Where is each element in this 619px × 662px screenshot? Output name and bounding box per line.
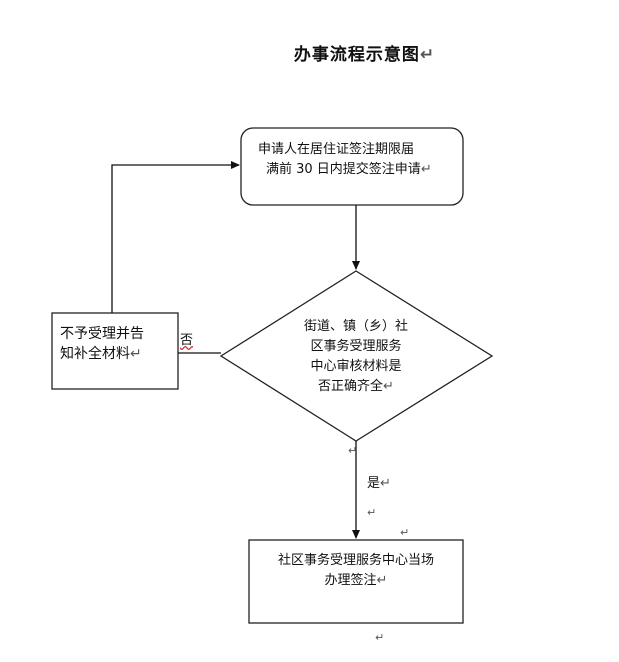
accept-box-text: 社区事务受理服务中心当场 办理签注↵ bbox=[252, 551, 460, 591]
page-title: 办事流程示意图↵ bbox=[0, 40, 619, 65]
reject-line-2-wrap: 知补全材料↵ bbox=[60, 344, 175, 364]
para-mark-2: ↵ bbox=[367, 506, 377, 519]
yes-para-mark: ↵ bbox=[380, 476, 391, 491]
accept-line-2: 办理签注 bbox=[324, 573, 377, 588]
reject-box bbox=[51, 312, 179, 390]
review-para-mark: ↵ bbox=[383, 379, 394, 394]
apply-box bbox=[240, 127, 464, 206]
para-mark-3: ↵ bbox=[400, 526, 410, 539]
apply-line-2-wrap: 满前 30 日内提交签注申请↵ bbox=[258, 160, 458, 180]
review-line-4-wrap: 否正确齐全↵ bbox=[281, 377, 431, 397]
para-mark-4: ↵ bbox=[375, 631, 385, 644]
accept-line-2-wrap: 办理签注↵ bbox=[252, 571, 460, 591]
title-text: 办事流程示意图 bbox=[293, 45, 420, 65]
apply-para-mark: ↵ bbox=[420, 162, 432, 177]
reject-para-mark: ↵ bbox=[130, 346, 142, 362]
no-label-text: 否 bbox=[180, 333, 194, 348]
accept-box bbox=[248, 539, 464, 624]
reject-line-2: 知补全材料 bbox=[60, 346, 130, 362]
yes-edge-label: 是↵ bbox=[367, 472, 391, 491]
review-line-2: 区事务受理服务 bbox=[310, 339, 402, 354]
review-line-4: 否正确齐全 bbox=[318, 379, 384, 394]
accept-para-mark: ↵ bbox=[376, 573, 388, 588]
no-edge-label: 否 bbox=[180, 329, 193, 348]
arrow-reject-to-apply bbox=[111, 161, 240, 313]
yes-label-text: 是 bbox=[367, 476, 381, 491]
title-para-mark: ↵ bbox=[419, 45, 436, 65]
para-mark-1: ↵ bbox=[348, 444, 358, 457]
reject-box-text: 不予受理并告 知补全材料↵ bbox=[60, 324, 175, 364]
review-diamond-text: 街道、镇（乡）社 区事务受理服务 中心审核材料是 否正确齐全↵ bbox=[281, 317, 431, 397]
apply-box-text: 申请人在居住证签注期限届 满前 30 日内提交签注申请↵ bbox=[258, 140, 458, 180]
apply-line-1: 申请人在居住证签注期限届 bbox=[258, 142, 415, 157]
apply-line-2: 满前 30 日内提交签注申请 bbox=[266, 162, 421, 177]
review-line-3: 中心审核材料是 bbox=[310, 359, 402, 374]
accept-line-1: 社区事务受理服务中心当场 bbox=[277, 553, 434, 568]
reject-line-1: 不予受理并告 bbox=[60, 326, 144, 342]
review-line-1: 街道、镇（乡）社 bbox=[303, 319, 408, 334]
